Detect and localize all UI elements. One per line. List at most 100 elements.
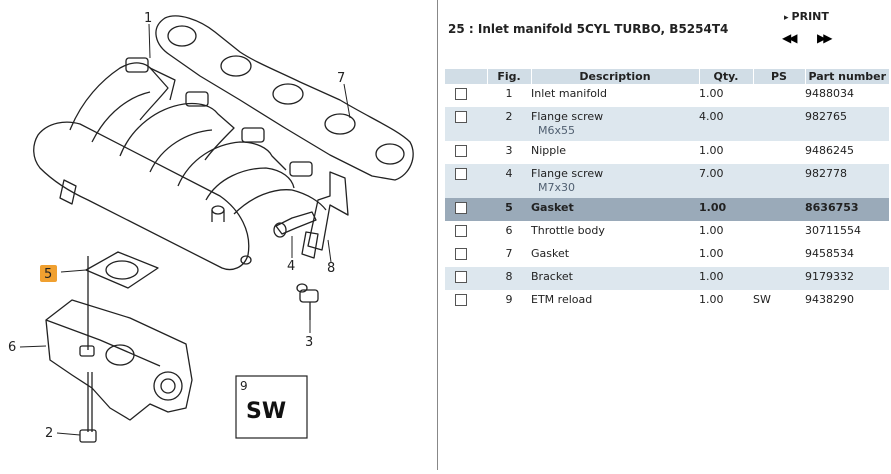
- table-row-selected[interactable]: 5 Gasket 1.00 8636753: [445, 198, 889, 221]
- row-part-number: 982778: [805, 164, 889, 198]
- next-button[interactable]: ▶▶: [817, 31, 833, 45]
- row-part-number: 9458534: [805, 247, 854, 260]
- col-header-qty: Qty.: [698, 69, 753, 84]
- row-description: Nipple: [531, 144, 567, 157]
- callout-5-highlight[interactable]: 5: [40, 265, 57, 282]
- row-description: Gasket: [531, 201, 574, 214]
- row-fig: 6: [505, 224, 513, 237]
- table-row[interactable]: 3 Nipple 1.00 9486245: [445, 141, 889, 164]
- row-part-number: 9438290: [805, 293, 854, 306]
- table-row[interactable]: 7 Gasket 1.00 9458534: [445, 244, 889, 267]
- prev-button[interactable]: ◀◀: [782, 31, 798, 45]
- row-description: Gasket: [531, 247, 570, 260]
- row-fig: 1: [505, 87, 513, 100]
- row-fig: 3: [505, 144, 513, 157]
- row-ps: [753, 84, 805, 107]
- table-row[interactable]: 9 ETM reload 1.00 SW 9438290: [445, 290, 889, 313]
- row-ps: [753, 141, 805, 164]
- row-description: Flange screw: [531, 167, 604, 180]
- gasket-5: [85, 251, 159, 289]
- row-fig: 5: [487, 198, 531, 221]
- row-part-number: 982765: [805, 107, 889, 141]
- row-checkbox[interactable]: [455, 202, 467, 214]
- callout-5-box: [40, 265, 57, 282]
- row-qty: 4.00: [699, 107, 753, 141]
- row-checkbox[interactable]: [455, 271, 467, 283]
- row-fig: 4: [487, 164, 531, 198]
- page-title: 25 : Inlet manifold 5CYL TURBO, B5254T4: [448, 22, 729, 36]
- table-row[interactable]: 8 Bracket 1.00 9179332: [445, 267, 889, 290]
- row-checkbox[interactable]: [455, 88, 467, 100]
- throttle-body: [45, 256, 193, 421]
- row-description: Throttle body: [531, 224, 605, 237]
- row-ps: [753, 244, 805, 267]
- row-description: Bracket: [531, 270, 573, 283]
- row-part-number: 9488034: [805, 87, 854, 100]
- col-header-ps: PS: [752, 69, 805, 84]
- row-qty: 1.00: [699, 87, 724, 100]
- row-fig: 8: [487, 267, 531, 290]
- leader-lines: [19, 23, 351, 436]
- table-row[interactable]: 1 Inlet manifold 1.00 9488034: [445, 84, 889, 107]
- callout-5: 5: [44, 267, 52, 282]
- parts-list-panel: 25 : Inlet manifold 5CYL TURBO, B5254T4 …: [445, 0, 891, 470]
- row-description: ETM reload: [531, 293, 593, 306]
- row-checkbox[interactable]: [455, 225, 467, 237]
- row-ps: [753, 267, 805, 290]
- row-description: Flange screw: [531, 110, 604, 123]
- row-ps: [753, 107, 805, 141]
- callout-9: 9: [240, 379, 248, 393]
- table-header: Fig. Description Qty. PS Part number: [445, 69, 889, 84]
- table-row[interactable]: 6 Throttle body 1.00 30711554: [445, 221, 889, 244]
- callout-1: 1: [144, 11, 152, 26]
- row-qty: 1.00: [699, 247, 724, 260]
- parts-table: Fig. Description Qty. PS Part number 1 I…: [445, 69, 889, 313]
- col-header-fig: Fig.: [486, 69, 531, 84]
- row-sub-description: M7x30: [538, 181, 575, 194]
- sw-box: 9 SW: [235, 375, 308, 439]
- row-part-number: 8636753: [805, 198, 889, 221]
- callout-3: 3: [305, 335, 313, 350]
- row-qty: 1.00: [699, 267, 753, 290]
- row-qty: 1.00: [699, 144, 724, 157]
- row-ps: [753, 198, 805, 221]
- row-ps: [753, 221, 805, 244]
- row-sub-description: M6x55: [538, 124, 575, 137]
- col-header-select: [445, 69, 487, 84]
- callout-7: 7: [337, 71, 345, 86]
- parts-diagram: 1 7 4 8 3 6 2 5 9 SW: [0, 0, 437, 470]
- col-header-part-number: Part number: [804, 69, 889, 84]
- row-checkbox[interactable]: [455, 145, 467, 157]
- gasket-outline: [155, 15, 414, 181]
- manifold-outline: [33, 57, 327, 271]
- row-qty: 1.00: [699, 198, 753, 221]
- row-description: Inlet manifold: [531, 87, 607, 100]
- bracket-outline: [301, 171, 349, 259]
- row-part-number: 9179332: [805, 267, 889, 290]
- col-header-description: Description: [530, 69, 699, 84]
- row-ps: SW: [753, 293, 771, 306]
- row-checkbox[interactable]: [455, 248, 467, 260]
- callout-2: 2: [45, 426, 53, 441]
- row-part-number: 30711554: [805, 224, 861, 237]
- row-ps: [753, 164, 805, 198]
- row-checkbox[interactable]: [455, 168, 467, 180]
- row-qty: 7.00: [699, 164, 753, 198]
- row-fig: 7: [505, 247, 513, 260]
- print-icon: ▸: [784, 13, 789, 23]
- row-part-number: 9486245: [805, 144, 854, 157]
- nipple-3: [296, 283, 319, 320]
- callout-8: 8: [327, 261, 335, 276]
- sw-label: SW: [246, 399, 286, 424]
- row-fig: 2: [487, 107, 531, 141]
- callout-6: 6: [8, 340, 16, 355]
- row-fig: 9: [505, 293, 513, 306]
- row-qty: 1.00: [699, 224, 724, 237]
- print-label: PRINT: [791, 10, 829, 23]
- print-link[interactable]: ▸PRINT: [784, 10, 829, 23]
- row-checkbox[interactable]: [455, 111, 467, 123]
- row-checkbox[interactable]: [455, 294, 467, 306]
- flange-screw-4: [273, 211, 317, 238]
